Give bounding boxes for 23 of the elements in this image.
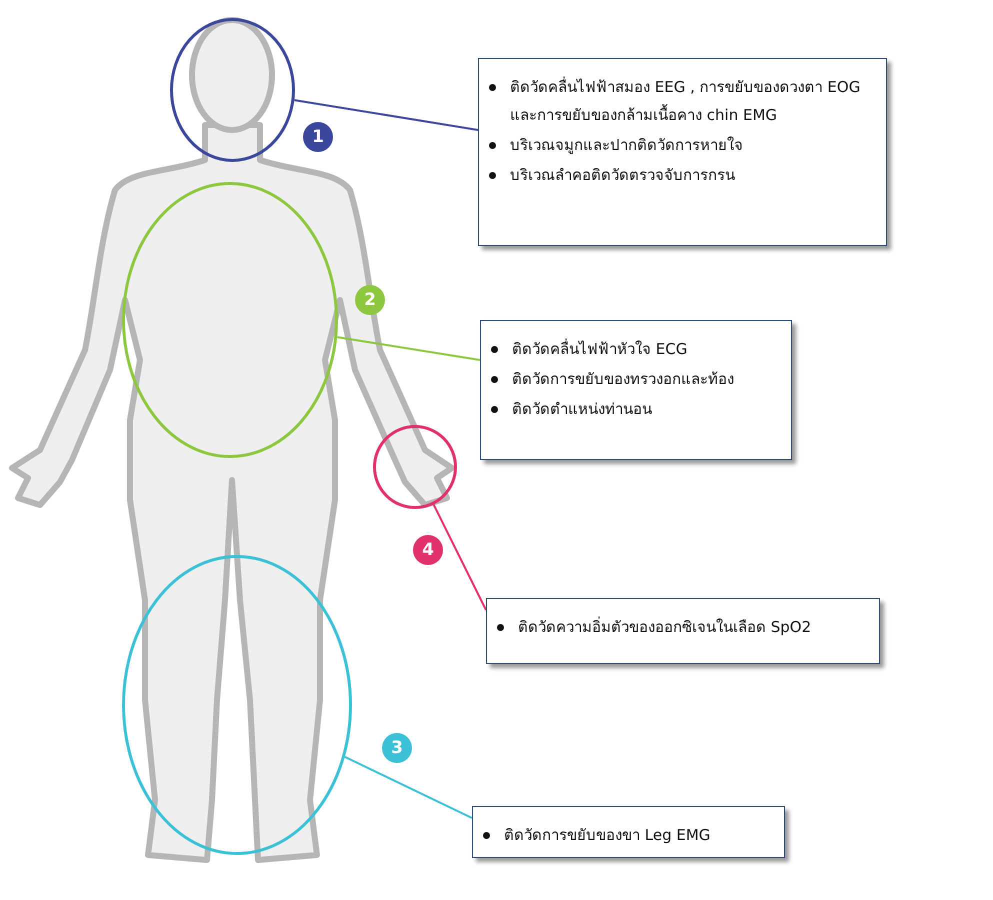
callout-number: 3 — [382, 733, 412, 763]
bullet-text: ติดวัดคลื่นไฟฟ้าสมอง EEG , การขยับของดวงตา EOG และการขยับของกล้ามเนื้อคาง chin EMG — [510, 76, 862, 126]
text-box — [478, 58, 887, 246]
bullet-text: บริเวณจมูกและปากติดวัดการหายใจ — [510, 135, 743, 156]
bullet-text: ติดวัดการขยับของทรวงอกและท้อง — [512, 369, 734, 390]
leader-line — [344, 756, 472, 819]
text-box — [472, 806, 785, 858]
leader-line — [337, 336, 480, 361]
callout-number: 4 — [413, 535, 443, 565]
text-box — [480, 320, 792, 460]
leg-circle — [122, 555, 352, 855]
bullet-text: ติดวัดคลื่นไฟฟ้าหัวใจ ECG — [512, 338, 688, 360]
bullet-text: บริเวณลำคอติดวัดตรวจจับการกรน — [510, 165, 735, 186]
hand-circle — [373, 425, 457, 509]
leader-line — [294, 99, 478, 131]
bullet-text: ติดวัดการขยับของขา Leg EMG — [504, 825, 710, 846]
text-box — [486, 598, 880, 664]
torso-circle — [122, 182, 338, 458]
leader-line — [432, 504, 487, 610]
callout-number: 1 — [303, 122, 333, 152]
head-circle — [170, 18, 295, 162]
bullet-text: ติดวัดความอิ่มตัวของออกซิเจนในเลือด SpO2 — [518, 616, 812, 638]
bullet-text: ติดวัดตำแหน่งท่านอน — [512, 399, 652, 420]
